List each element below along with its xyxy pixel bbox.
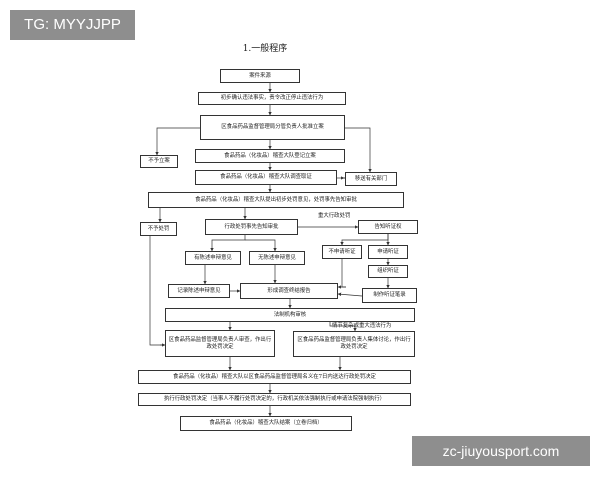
node-organize-hearing: 组织听证 [368,265,408,278]
node-final-report: 形成调查终结报告 [240,283,338,299]
node-with-defense: 有陈述申辩意见 [185,251,241,265]
node-investigate: 食品药品（化妆品）稽查大队调查取证 [195,170,337,185]
node-hearing-record: 制作听证笔录 [362,288,417,303]
node-register: 食品药品（化妆品）稽查大队登记立案 [195,149,345,163]
label-major-case: 重大行政处罚 [318,213,351,219]
node-apply: 申请听证 [368,245,408,259]
node-transfer: 移送有关部门 [345,172,397,186]
node-close: 食品药品（化妆品）稽查大队结案（立卷归档） [180,416,352,431]
node-not-filed: 不予立案 [140,155,178,168]
node-no-penalty: 不予处罚 [140,222,177,236]
node-preliminary: 初步确认违法事实，责令改正停止违法行为 [198,92,346,105]
node-record-defense: 记录陈述申辩意见 [168,284,230,298]
node-inform-hearing: 告知听证权 [358,220,418,234]
node-deliver: 食品药品（化妆品）稽查大队以区食品药品监督管理局名义在7日内送达行政处罚决定 [138,370,411,384]
node-execute: 执行行政处罚决定（当事人不履行处罚决定的，行政机关依法强制执行或申请法院强制执行… [138,393,411,406]
node-decide-head: 区食品药品监督管理局负责人审查，作出行政处罚决定 [165,330,275,357]
node-legal-review: 法制机构审核 [165,308,415,322]
tg-overlay-label: TG: MYYJJPP [10,10,135,40]
node-without-defense: 无陈述申辩意见 [249,251,305,265]
label-complex-case: 情节复杂或重大违法行为 [332,323,392,329]
site-watermark: zc-jiuyousport.com [412,436,590,466]
node-proposal: 食品药品（化妆品）稽查大队提出初步处罚意见，处罚事先告知审批 [148,192,404,208]
node-case-source: 案件来源 [220,69,300,83]
diagram-title: 1.一般程序 [242,44,288,54]
node-no-apply: 不申请听证 [322,245,362,259]
node-decide-collective: 区食品药品监督管理局负责人集体讨论，作出行政处罚决定 [293,331,415,357]
node-approval: 区食品药品监督管理局分管负责人批准立案 [200,115,345,140]
node-notice: 行政处罚事先告知审批 [205,219,298,235]
